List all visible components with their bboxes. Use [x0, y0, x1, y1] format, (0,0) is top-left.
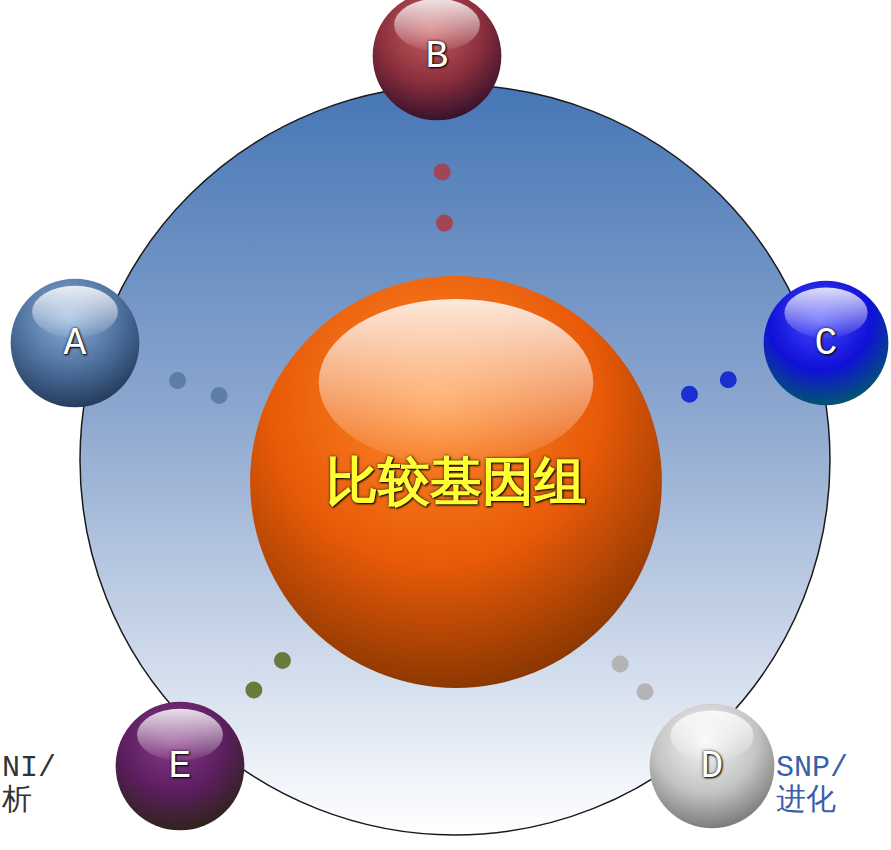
satellite-sphere: B	[372, 0, 502, 121]
satellite-letter: B	[426, 35, 449, 78]
center-sphere: 比较基因组	[248, 274, 664, 690]
satellite-sphere: C	[763, 280, 889, 406]
dotted-connector	[225, 631, 311, 719]
dotted-connector	[651, 365, 767, 409]
side-note: SNP/ 进化	[776, 752, 886, 818]
sphere-highlight	[319, 299, 594, 465]
side-note: NI/ 析	[2, 752, 76, 818]
satellite-sphere: D	[649, 703, 775, 829]
satellite-sphere: E	[115, 701, 245, 831]
sphere-body	[764, 281, 889, 406]
dotted-connector	[595, 636, 670, 719]
satellite-letter: E	[169, 745, 192, 788]
satellite-letter: D	[701, 745, 724, 788]
sphere-body	[250, 276, 662, 688]
satellite-letter: A	[64, 322, 87, 365]
dotted-connector	[136, 365, 261, 410]
sphere-body	[650, 704, 775, 829]
satellite-letter: C	[815, 322, 838, 365]
dotted-connector	[440, 121, 447, 274]
satellite-sphere: A	[10, 278, 140, 408]
sphere-body	[11, 279, 140, 408]
sphere-body	[373, 0, 502, 120]
sphere-body	[116, 702, 245, 831]
center-title: 比较基因组	[326, 447, 586, 517]
